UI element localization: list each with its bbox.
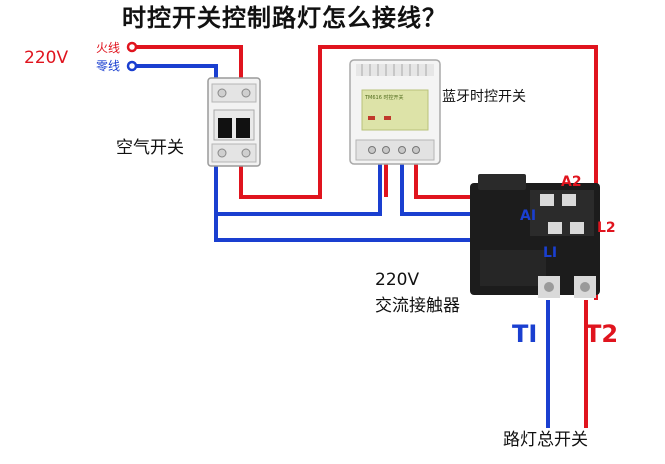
bluetooth-timer-device <box>349 59 441 165</box>
bluetooth-timer-label: 蓝牙时控开关 <box>442 89 526 105</box>
main-switch-label: 路灯总开关 <box>503 430 588 450</box>
contactor-voltage-label: 220V <box>375 270 420 290</box>
terminal-l2-label: L2 <box>597 220 616 236</box>
air-switch-label: 空气开关 <box>116 138 184 158</box>
page-title: 时控开关控制路灯怎么接线？ <box>122 4 447 32</box>
live-wire-input <box>136 45 243 78</box>
terminal-l1-label: LI <box>543 245 558 261</box>
breaker-toggle-right <box>236 118 250 138</box>
air-switch-device <box>207 77 261 167</box>
timer-display-panel <box>361 89 429 131</box>
live-wire-label: 火线 <box>96 41 121 55</box>
neutral-wire-input <box>136 64 218 78</box>
breaker-toggle-left <box>218 118 232 138</box>
ac-contactor-device <box>470 174 600 298</box>
timer-neutral-wire <box>214 160 382 216</box>
terminal-a2-label: A2 <box>561 174 582 190</box>
neutral-wire-label: 零线 <box>96 59 121 73</box>
supply-voltage-label: 220V <box>24 48 69 68</box>
neutral-terminal <box>126 60 138 72</box>
live-wire-breaker-out <box>239 45 598 300</box>
terminal-t2-label: T2 <box>585 320 619 348</box>
timer-screen-text: TM616 时控开关 <box>365 95 404 101</box>
live-terminal <box>126 41 138 53</box>
terminal-a1-label: AI <box>520 208 537 224</box>
terminal-t1-label: TI <box>512 320 538 348</box>
contactor-name-label: 交流接触器 <box>375 296 460 316</box>
neutral-to-l1-wire <box>214 214 548 242</box>
